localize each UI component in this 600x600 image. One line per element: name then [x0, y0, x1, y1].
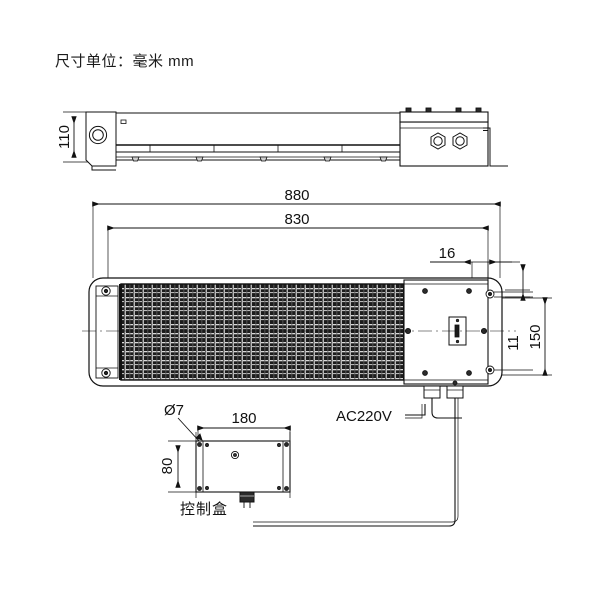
emitter-mesh-panel: [120, 283, 405, 381]
control-box-gland: [239, 491, 255, 508]
front-view-left-bracket: [95, 285, 119, 379]
cable-to-control-box: [253, 398, 456, 527]
unit-note: 尺寸单位：毫米 mm: [55, 53, 195, 70]
side-mount-hole: [88, 125, 108, 145]
side-view-bracket-leg: [483, 127, 508, 167]
cable-routing-group: [253, 398, 462, 527]
front-view-dimension-group: [92, 201, 552, 376]
cable-ac220v: [431, 398, 462, 419]
emitter-panel-left-edge: [119, 284, 122, 380]
ac220v-label: AC220V: [336, 408, 392, 425]
dim-880-label: 880: [284, 187, 309, 204]
front-view-group: [82, 272, 533, 399]
side-view-rail-ticks: [149, 145, 343, 152]
control-box-label: 控制盒: [180, 501, 228, 518]
drawing-text-labels: 880 830 16 11 150 110 180 80 Ø7 AC220V 控…: [56, 125, 544, 518]
control-box-view-group: [168, 417, 291, 508]
dim-830-label: 830: [284, 211, 309, 228]
dim-d7-label: Ø7: [164, 402, 184, 419]
side-view-notch: [120, 119, 127, 124]
dim-80-label: 80: [159, 458, 176, 475]
dim-110-label: 110: [56, 125, 73, 149]
front-view-cable-glands: [423, 380, 464, 399]
dim-180-label: 180: [231, 410, 256, 427]
control-box-body: [195, 440, 291, 493]
dim-11-label: 11: [505, 335, 522, 351]
side-view-left-foot: [91, 166, 116, 171]
leader-ac220v: [405, 404, 426, 419]
front-view-right-bracket: [485, 272, 533, 375]
side-view-housing: [115, 112, 401, 161]
cable-to-control-box-shadow: [253, 398, 459, 523]
side-view-top-lugs: [405, 107, 482, 113]
dim-150-label: 150: [527, 324, 544, 349]
front-view-right-enclosure: [403, 279, 489, 385]
side-view-group: [63, 107, 508, 171]
side-view-hex-fittings: [430, 132, 468, 150]
side-view-bottom-tabs: [131, 156, 388, 162]
dim-11: [505, 264, 530, 301]
dim-16-label: 16: [439, 245, 456, 262]
dim-150: [500, 297, 552, 376]
